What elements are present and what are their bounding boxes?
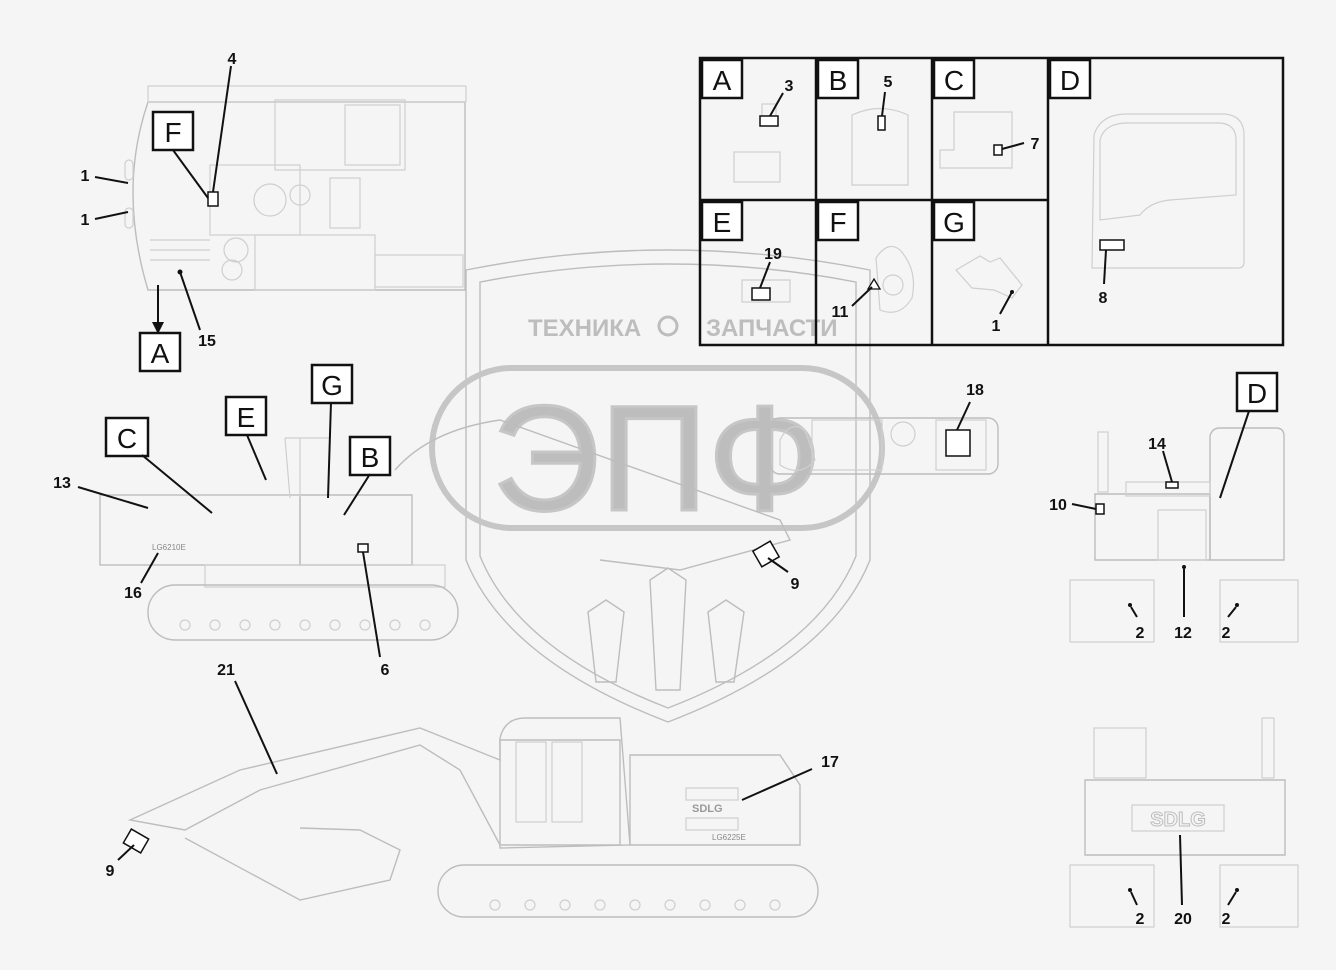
- svg-text:C: C: [944, 65, 964, 96]
- callout-6: 6: [381, 662, 390, 679]
- side-view-callouts: C E G B 13 16 6 9: [53, 363, 800, 679]
- panel-c-label: C: [932, 58, 976, 100]
- callout-7: 7: [1031, 136, 1040, 153]
- panel-f-drawing: 11: [832, 245, 915, 321]
- callout-9a: 9: [791, 576, 800, 593]
- panel-g-label: G: [932, 200, 976, 242]
- callout-19: 19: [764, 246, 782, 263]
- callout-10: 10: [1049, 497, 1067, 514]
- svg-text:D: D: [1060, 65, 1080, 96]
- side-brand-label: SDLG: [692, 803, 723, 815]
- bottom-side-view-drawing: SDLG LG6225E: [122, 717, 819, 918]
- svg-text:B: B: [361, 442, 380, 473]
- callout-13: 13: [53, 475, 71, 492]
- view-d-box: [1235, 371, 1279, 413]
- watermark: ТЕХНИКА ЗАПЧАСТИ ЭПФ: [429, 249, 885, 723]
- callout-12: 12: [1174, 625, 1192, 642]
- panel-b-label: B: [816, 58, 860, 100]
- svg-text:B: B: [829, 65, 848, 96]
- view-a-box: [138, 331, 182, 373]
- callout-1b: 1: [81, 212, 90, 229]
- callout-14: 14: [1148, 436, 1166, 453]
- callout-21: 21: [217, 662, 235, 679]
- svg-text:D: D: [1247, 378, 1267, 409]
- side-view-drawing: LG6210E: [99, 419, 792, 641]
- rear-view-callouts: D 14 10 12 2 2: [1049, 371, 1279, 642]
- callout-11: 11: [832, 304, 849, 321]
- panel-c-drawing: 7: [939, 111, 1040, 169]
- svg-text:A: A: [151, 338, 170, 369]
- view-c-box: [104, 416, 150, 458]
- callout-8: 8: [1099, 290, 1108, 307]
- side-model-label-2: LG6225E: [712, 833, 746, 842]
- callout-9b: 9: [106, 863, 115, 880]
- view-e-box: [224, 395, 268, 437]
- detail-panels: A B C D E F G: [698, 56, 1285, 347]
- svg-text:F: F: [164, 117, 181, 148]
- callout-2d: 2: [1222, 911, 1231, 928]
- svg-text:C: C: [117, 423, 137, 454]
- svg-text:A: A: [713, 65, 732, 96]
- callout-2c: 2: [1136, 911, 1145, 928]
- front-view-drawing: SDLG: [1069, 717, 1299, 928]
- panel-a-label: A: [700, 58, 744, 100]
- watermark-text-right: ЗАПЧАСТИ: [706, 315, 838, 342]
- panel-d-drawing: 8: [1091, 113, 1245, 307]
- rear-brand-label: SDLG: [1150, 809, 1206, 831]
- callout-5: 5: [884, 74, 893, 91]
- callout-18: 18: [966, 382, 984, 399]
- svg-text:E: E: [237, 402, 256, 433]
- svg-text:G: G: [943, 207, 965, 238]
- callout-2b: 2: [1222, 625, 1231, 642]
- top-view-callouts: F 4 1 1 A 15: [81, 51, 237, 373]
- front-view-callouts: 2 20 2: [1128, 834, 1239, 928]
- side-model-label: LG6210E: [152, 543, 186, 552]
- panel-b-drawing: 5: [851, 74, 909, 186]
- view-g-box: [310, 363, 354, 405]
- callout-20: 20: [1174, 911, 1192, 928]
- watermark-big: ЭПФ: [492, 374, 822, 542]
- panel-g-drawing: 1: [955, 255, 1023, 335]
- svg-text:E: E: [713, 207, 732, 238]
- callout-4: 4: [228, 51, 237, 68]
- callout-16: 16: [124, 585, 142, 602]
- panel-f-label: F: [816, 200, 860, 242]
- panel-e-drawing: 19: [741, 246, 791, 303]
- callout-1a: 1: [81, 168, 90, 185]
- callout-1: 1: [992, 318, 1001, 335]
- callout-3: 3: [785, 78, 794, 95]
- gear-icon: [657, 315, 679, 337]
- panel-d-label: D: [1048, 58, 1092, 100]
- svg-text:G: G: [321, 370, 343, 401]
- panel-e-label: E: [700, 200, 744, 242]
- cab-top-view-drawing: 18: [769, 382, 999, 475]
- callout-17: 17: [821, 754, 839, 771]
- callout-2a: 2: [1136, 625, 1145, 642]
- svg-text:F: F: [829, 207, 846, 238]
- view-f-box: [151, 110, 195, 152]
- callout-15: 15: [198, 333, 216, 350]
- watermark-text-left: ТЕХНИКА: [528, 315, 641, 342]
- bottom-side-view-callouts: 21 9 17: [106, 662, 839, 880]
- panel-a-drawing: 3: [733, 78, 794, 183]
